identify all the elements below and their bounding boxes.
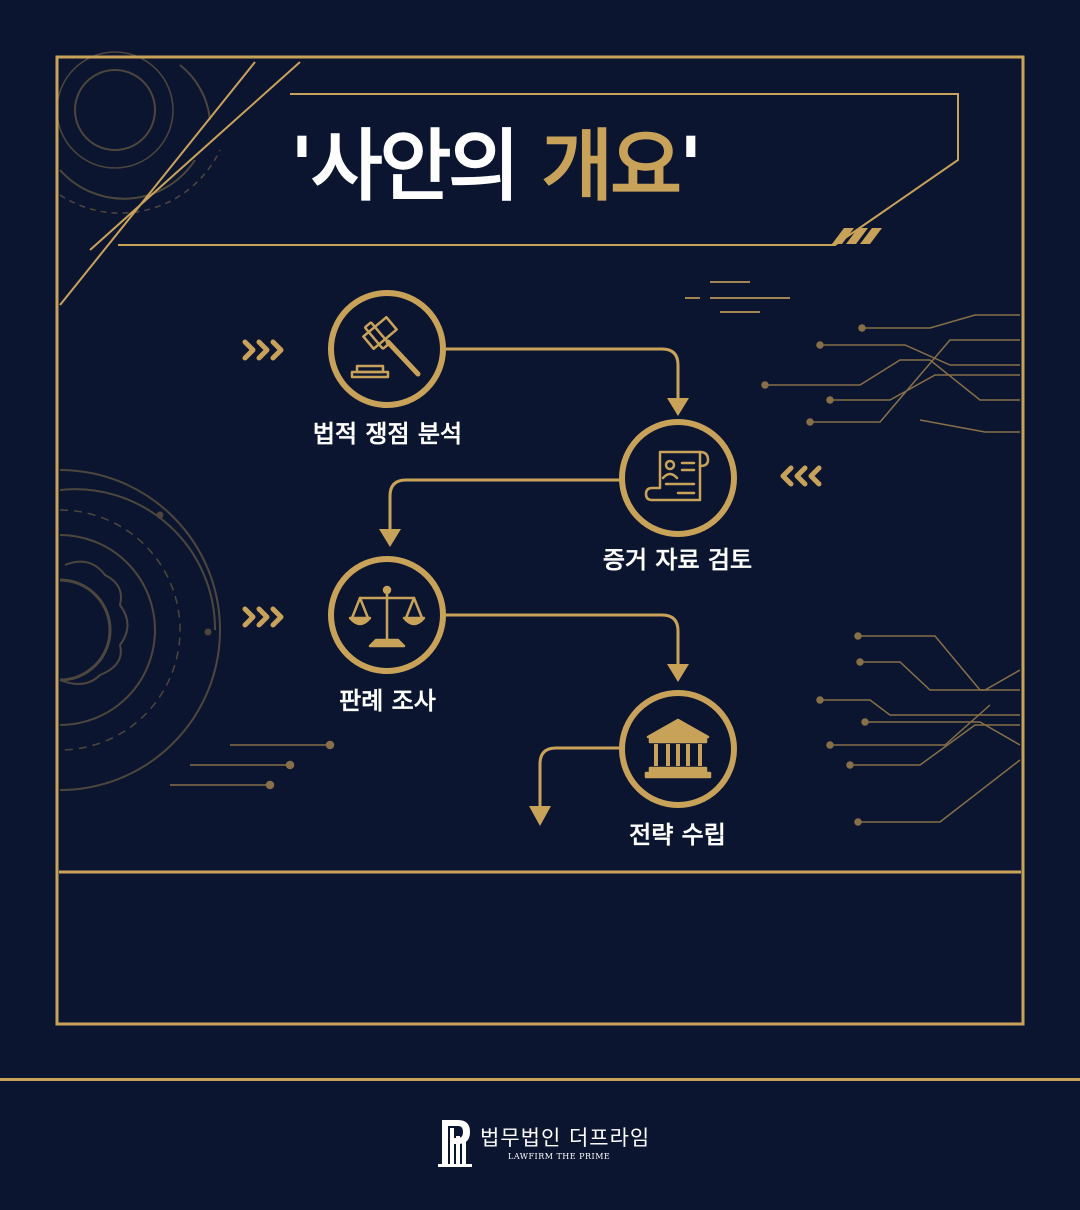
outer-frame (55, 55, 1025, 1026)
step-1-label: 법적 쟁점 분석 (312, 420, 463, 448)
connector-1-2 (446, 347, 680, 402)
step-2-label: 증거 자료 검토 (602, 546, 753, 574)
arrow-down-icon (667, 664, 689, 682)
step-3-node (328, 556, 446, 674)
connector-3-4 (446, 613, 680, 668)
circuit-lines-upper-right (761, 314, 1020, 433)
step-3-label: 판례 조사 (339, 687, 436, 715)
top-left-circle-ornament (56, 51, 221, 214)
page-title: '사안의 개요' (290, 112, 703, 222)
circuit-lines-lower-left (170, 740, 335, 790)
step-1-node (328, 290, 446, 408)
brand-name-english: LAWFIRM THE PRIME (508, 1152, 611, 1161)
circuit-lines-lower-right (816, 632, 1021, 826)
left-ring-ornament (59, 469, 221, 791)
arrow-down-icon (667, 398, 689, 416)
arrow-down-icon (529, 806, 551, 826)
title-text-gold: 개요 (541, 122, 682, 212)
brand-name: 법무법인 더프라임 (480, 1126, 651, 1150)
flow-connectors (388, 347, 680, 810)
title-text-white: '사안의 (290, 122, 542, 212)
step-2-node (619, 419, 737, 537)
title-banner-frame (59, 61, 959, 306)
scales-icon (348, 585, 426, 648)
chevron-right-icon (242, 606, 284, 628)
connector-4-out (538, 746, 622, 810)
connector-2-3 (388, 478, 622, 533)
dash-ornament (685, 281, 790, 313)
firm-logo-icon (438, 1120, 472, 1167)
document-scroll-icon (644, 450, 710, 502)
step-4-node (619, 690, 737, 808)
connector-arrowheads (379, 398, 689, 826)
chevron-left-icon (780, 465, 822, 487)
chevron-right-icon (242, 339, 284, 361)
gavel-icon (350, 315, 421, 379)
title-closing-quote: ' (678, 122, 703, 212)
arrow-down-icon (379, 529, 401, 547)
footer-divider (0, 1078, 1080, 1081)
banner-corner-stripes (832, 228, 882, 244)
courthouse-icon (644, 718, 712, 779)
step-4-label: 전략 수립 (629, 821, 726, 849)
